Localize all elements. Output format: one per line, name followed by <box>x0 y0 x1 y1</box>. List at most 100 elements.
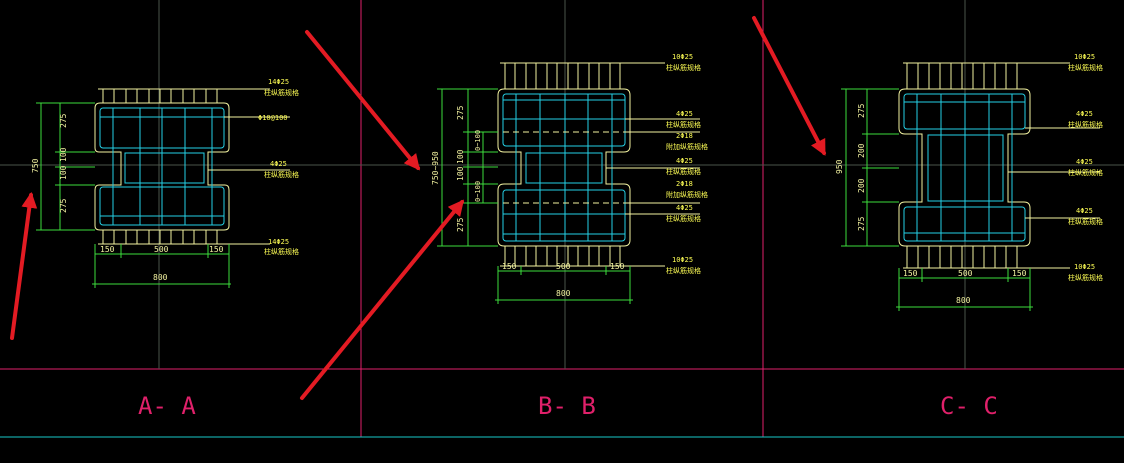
rebar-note: 10Φ25 柱纵筋规格 <box>666 53 701 72</box>
svg-text:14Φ25: 14Φ25 <box>268 238 289 246</box>
dim-label: 150 <box>610 262 625 271</box>
concrete-outline <box>94 102 230 231</box>
annotation-arrows <box>10 16 826 400</box>
dim-label: 100 <box>59 147 68 162</box>
dim-label: 500 <box>958 269 973 278</box>
svg-text:柱纵筋规格: 柱纵筋规格 <box>264 170 299 179</box>
dim-inner: 0~100 <box>474 130 482 151</box>
section-title: C- C <box>940 392 998 420</box>
red-arrow <box>300 199 465 400</box>
dim-label: 150 <box>1012 269 1027 278</box>
section-title: A- A <box>138 392 196 420</box>
dim-bottom <box>896 268 1033 311</box>
svg-text:Φ10@100: Φ10@100 <box>258 114 288 122</box>
svg-text:10Φ25: 10Φ25 <box>672 53 693 61</box>
rebar-note: 4Φ25 柱纵筋规格 <box>1068 207 1103 226</box>
dim-label: 275 <box>857 103 866 118</box>
stirrups <box>903 93 1026 242</box>
section-a-a[interactable]: 275 100 100 275 750 150 500 150 800 14Φ2… <box>31 78 299 420</box>
svg-text:4Φ25: 4Φ25 <box>676 157 693 165</box>
dim-total: 950 <box>835 159 844 174</box>
rebar-note: 10Φ25 柱纵筋规格 <box>1068 263 1103 282</box>
svg-text:附加纵筋规格: 附加纵筋规格 <box>666 142 708 151</box>
svg-text:10Φ25: 10Φ25 <box>1074 263 1095 271</box>
dim-label: 150 <box>502 262 517 271</box>
dim-label: 275 <box>857 216 866 231</box>
rebar-ticks-top <box>500 62 665 89</box>
svg-text:柱纵筋规格: 柱纵筋规格 <box>666 266 701 275</box>
svg-text:4Φ25: 4Φ25 <box>1076 110 1093 118</box>
dim-left <box>36 102 95 231</box>
section-c-c[interactable]: 275 200 200 275 950 150 500 150 800 10Φ2… <box>835 53 1103 420</box>
dim-label: 200 <box>857 143 866 158</box>
drawing-frame <box>0 0 1124 438</box>
dim-label: 100 <box>456 149 465 164</box>
rebar-note: 10Φ25 柱纵筋规格 <box>1068 53 1103 72</box>
dim-label: 275 <box>456 105 465 120</box>
dim-overall: 800 <box>956 296 971 305</box>
svg-text:柱纵筋规格: 柱纵筋规格 <box>1068 168 1103 177</box>
dim-label: 500 <box>154 245 169 254</box>
dim-label: 500 <box>556 262 571 271</box>
dim-total: 750~950 <box>431 151 440 185</box>
rebar-note: 2Φ18 附加纵筋规格 <box>666 180 708 199</box>
svg-text:柱纵筋规格: 柱纵筋规格 <box>1068 63 1103 72</box>
svg-text:柱纵筋规格: 柱纵筋规格 <box>1068 120 1103 129</box>
rebar-ticks-top <box>903 62 1070 89</box>
dim-bottom <box>92 244 231 288</box>
svg-text:10Φ25: 10Φ25 <box>1074 53 1095 61</box>
rebar-ticks-bottom <box>98 230 270 245</box>
svg-text:柱纵筋规格: 柱纵筋规格 <box>1068 273 1103 282</box>
dim-label: 200 <box>857 178 866 193</box>
leader-lines <box>208 116 290 171</box>
dim-label: 150 <box>209 245 224 254</box>
svg-text:10Φ25: 10Φ25 <box>672 256 693 264</box>
dim-overall: 800 <box>556 289 571 298</box>
rebar-ticks-bottom <box>903 246 1070 269</box>
svg-text:4Φ25: 4Φ25 <box>1076 207 1093 215</box>
rebar-note: 2Φ18 附加纵筋规格 <box>666 132 708 151</box>
svg-text:柱纵筋规格: 柱纵筋规格 <box>666 63 701 72</box>
rebar-note: 4Φ25 柱纵筋规格 <box>666 110 701 129</box>
svg-text:2Φ18: 2Φ18 <box>676 180 693 188</box>
dim-overall: 800 <box>153 273 168 282</box>
svg-text:柱纵筋规格: 柱纵筋规格 <box>666 120 701 129</box>
rebar-ticks-top <box>98 88 270 103</box>
rebar-note: 10Φ25 柱纵筋规格 <box>666 256 701 275</box>
concrete-outline <box>898 88 1031 247</box>
svg-text:2Φ18: 2Φ18 <box>676 132 693 140</box>
svg-text:柱纵筋规格: 柱纵筋规格 <box>1068 217 1103 226</box>
dim-inner: 0~100 <box>474 181 482 202</box>
svg-text:柱纵筋规格: 柱纵筋规格 <box>264 247 299 256</box>
rebar-note: Φ10@100 <box>258 114 288 122</box>
rebar-note: 14Φ25 柱纵筋规格 <box>264 78 299 97</box>
svg-text:4Φ25: 4Φ25 <box>676 204 693 212</box>
dim-left <box>437 88 498 247</box>
leader-lines <box>1008 127 1100 219</box>
svg-text:4Φ25: 4Φ25 <box>1076 158 1093 166</box>
svg-text:4Φ25: 4Φ25 <box>676 110 693 118</box>
concrete-outline <box>497 88 631 247</box>
red-arrow <box>10 191 38 340</box>
svg-text:4Φ25: 4Φ25 <box>270 160 287 168</box>
section-title: B- B <box>538 392 596 420</box>
rebar-note: 14Φ25 柱纵筋规格 <box>264 238 299 256</box>
dim-label: 100 <box>59 165 68 180</box>
added-rebar-dashed <box>503 131 625 204</box>
svg-text:柱纵筋规格: 柱纵筋规格 <box>264 88 299 97</box>
dim-total: 750 <box>31 158 40 173</box>
rebar-ticks-bottom <box>500 246 665 267</box>
red-arrow <box>752 16 826 156</box>
red-arrow <box>305 30 421 171</box>
svg-text:柱纵筋规格: 柱纵筋规格 <box>666 214 701 223</box>
dim-label: 275 <box>456 217 465 232</box>
section-b-b[interactable]: 275 100 100 275 0~100 0~100 750~950 150 … <box>431 53 708 420</box>
dim-bottom <box>495 266 633 304</box>
rebar-note: 4Φ25 柱纵筋规格 <box>1068 110 1103 129</box>
dim-label: 150 <box>100 245 115 254</box>
rebar-note: 4Φ25 柱纵筋规格 <box>264 160 299 179</box>
dim-label: 275 <box>59 198 68 213</box>
dim-label: 100 <box>456 166 465 181</box>
